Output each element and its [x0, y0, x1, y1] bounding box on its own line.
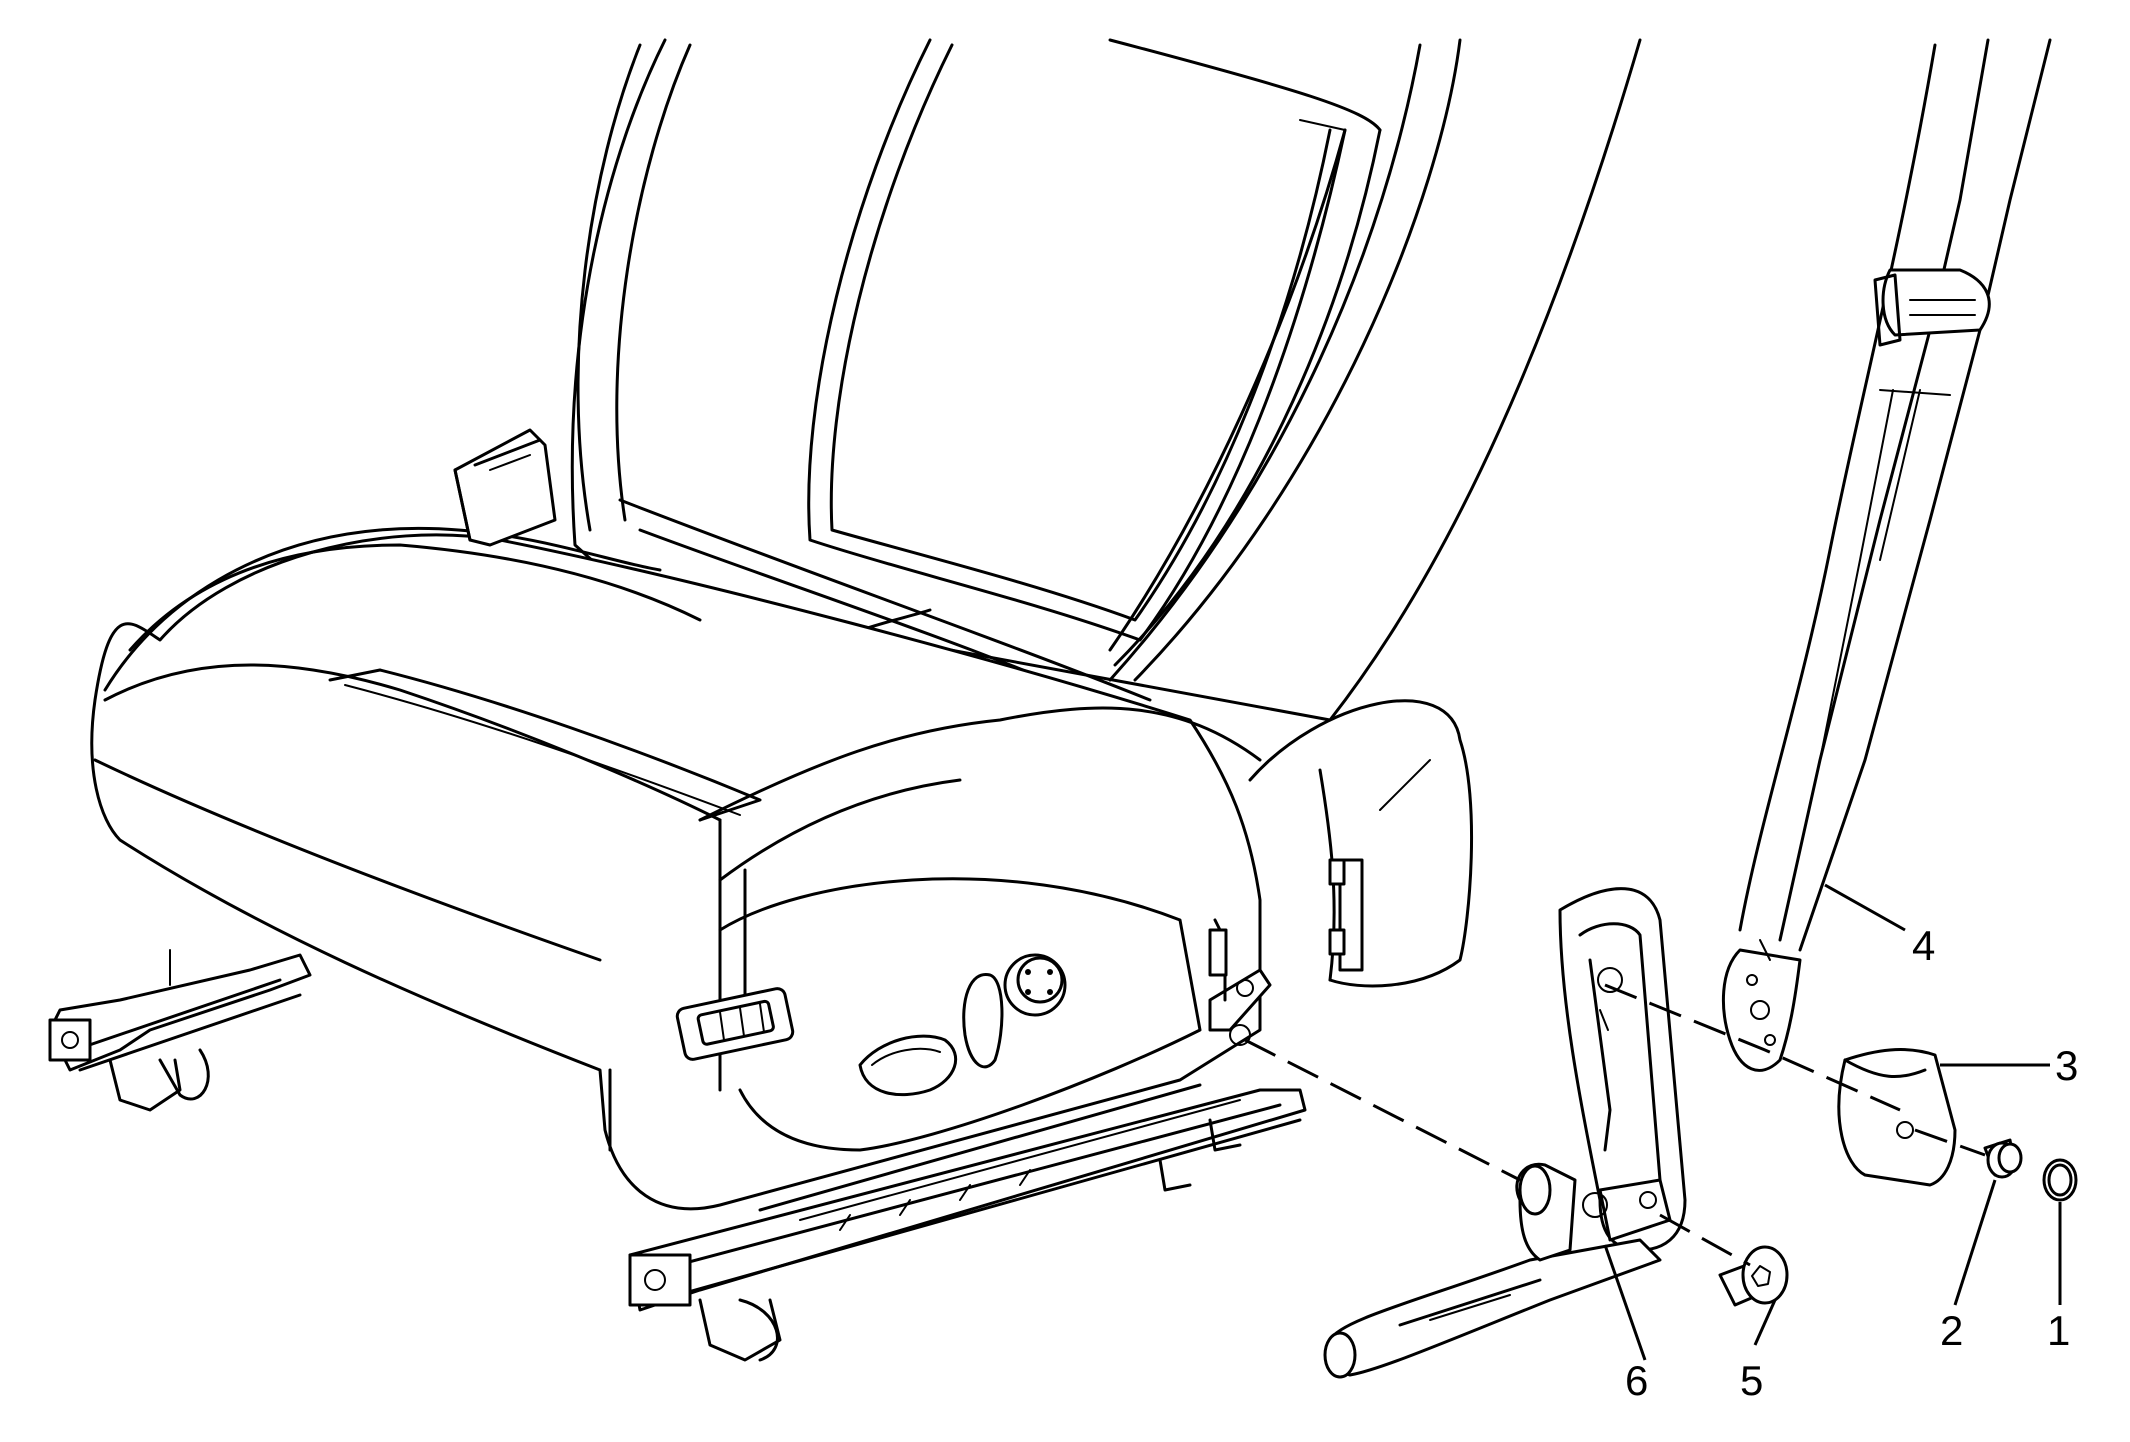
seat-track-right	[628, 1083, 1307, 1362]
callout-2: 2	[1940, 1307, 1963, 1354]
callout-5: 5	[1740, 1357, 1763, 1404]
callout-6: 6	[1625, 1357, 1648, 1404]
cover-bolt	[1983, 1138, 2023, 1179]
callouts: 1 2 3 4 5 6	[1625, 922, 2078, 1404]
assembly-center-lines	[1244, 983, 1986, 1267]
callout-3: 3	[2055, 1042, 2078, 1089]
buckle	[453, 428, 557, 547]
seat-belt-webbing	[1721, 38, 2052, 1072]
anchor-bolt	[1718, 1245, 1789, 1307]
seat-controls	[675, 953, 1067, 1097]
seat-track-left	[48, 949, 312, 1112]
retainer-ring	[2042, 1158, 2078, 1202]
callout-4: 4	[1912, 922, 1935, 969]
anchor-cover	[1837, 1048, 1957, 1187]
seat-anchor-bracket	[1208, 918, 1272, 1046]
buckle-stalk	[1323, 887, 1687, 1379]
leader-lines	[1603, 883, 2062, 1361]
callout-1: 1	[2047, 1307, 2070, 1354]
